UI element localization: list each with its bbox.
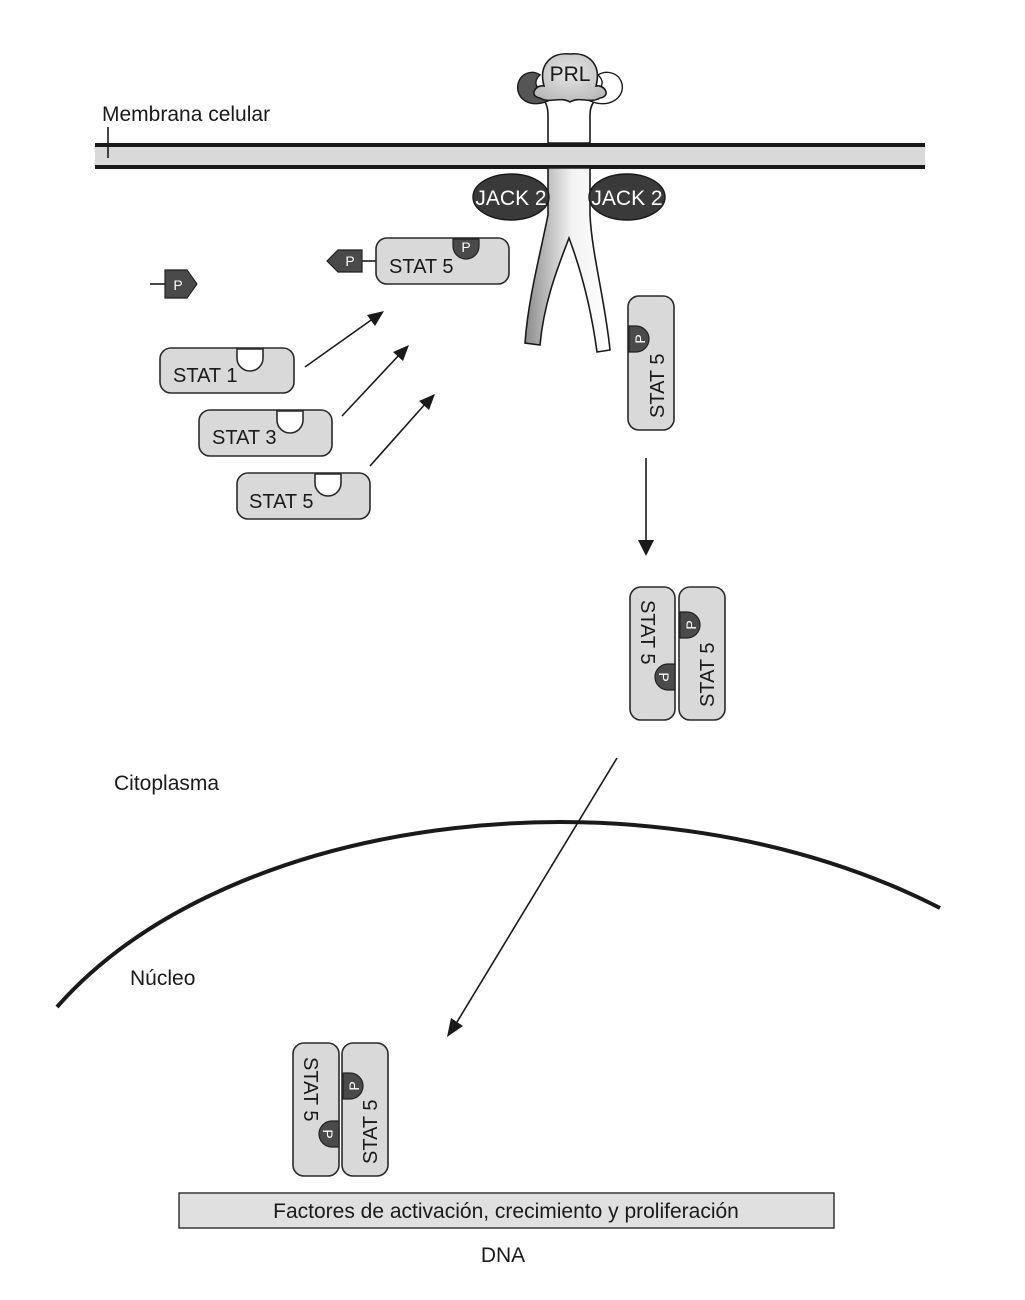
prl-label: PRL [550, 63, 591, 86]
stat5-dimer-left-label: STAT 5 [636, 600, 658, 664]
dna-label: DNA [481, 1244, 525, 1267]
prolactin-hormone [533, 53, 607, 103]
stat5-label: STAT 5 [249, 491, 313, 513]
stat5-nucleus-left-phosphate-label: P [320, 1129, 336, 1138]
stat5-dimer-nucleus [292, 1042, 389, 1177]
stat5-bound-label: STAT 5 [647, 354, 669, 418]
stat5-phosphorylated-top [326, 237, 510, 285]
jak2-left-label: JACK 2 [475, 187, 546, 210]
stat5-top-label: STAT 5 [389, 256, 453, 278]
nuclear-translocation-arrow [447, 757, 618, 1037]
dna-bar-label: Factores de activación, crecimiento y pr… [273, 1200, 739, 1223]
stat5-vertical-bound [627, 295, 675, 431]
stat1-label: STAT 1 [173, 365, 237, 387]
jak2-kinase-left [472, 173, 550, 221]
free-phosphate-label: P [173, 277, 182, 293]
dna-bar [178, 1192, 835, 1229]
stat5-nucleus-left-label: STAT 5 [299, 1057, 321, 1121]
membrane-label: Membrana celular [102, 103, 270, 126]
stat1-protein [159, 347, 295, 394]
jak2-kinase-right [588, 173, 666, 221]
dimerization-arrow [638, 458, 654, 556]
stat5-top-phosphate-label: P [461, 239, 470, 255]
nuclear-envelope [55, 820, 941, 1009]
free-phosphate [150, 269, 198, 299]
stat-recruitment-arrows [304, 311, 435, 467]
stat5-nucleus-right-label: STAT 5 [360, 1100, 382, 1164]
stat5-protein [236, 472, 371, 520]
phosphate-tag-label: P [345, 253, 354, 269]
stat3-protein [198, 409, 333, 457]
stat5-dimer-left-phosphate-label: P [656, 672, 672, 681]
cytoplasm-label: Citoplasma [114, 772, 219, 795]
nucleus-label: Núcleo [130, 967, 195, 990]
stat5-dimer-cytoplasm [629, 586, 726, 721]
jak2-right-label: JACK 2 [591, 187, 662, 210]
stat5-dimer-right-label: STAT 5 [697, 643, 719, 707]
stat5-nucleus-right-phosphate-label: P [346, 1081, 362, 1090]
stat5-bound-phosphate-label: P [632, 334, 648, 343]
stat5-dimer-right-phosphate-label: P [683, 620, 699, 629]
cell-membrane [95, 127, 925, 169]
stat3-label: STAT 3 [212, 427, 276, 449]
